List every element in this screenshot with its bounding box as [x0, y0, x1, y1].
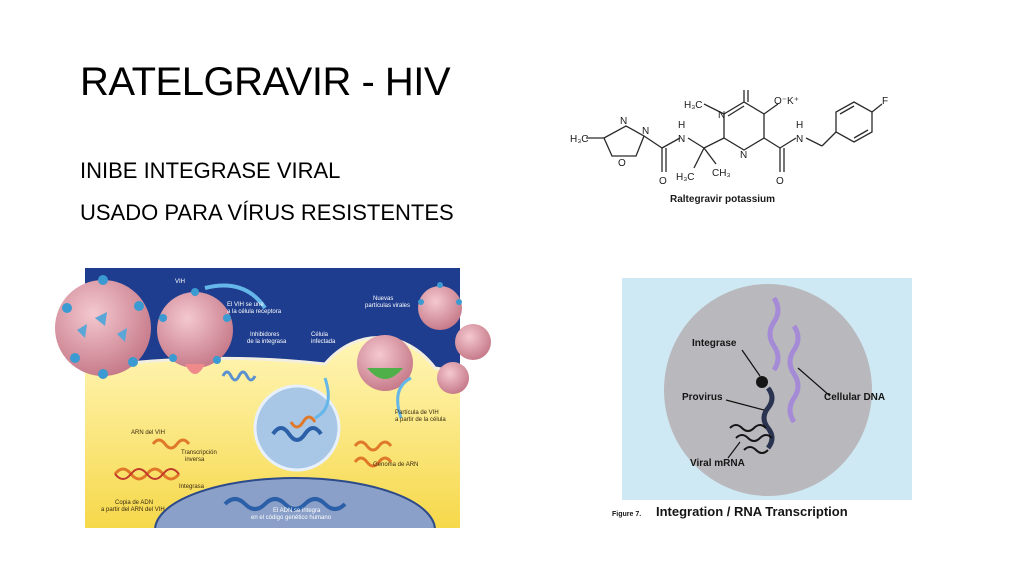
- figure-label: partículas virales: [365, 303, 410, 309]
- figure-label: Viral mRNA: [690, 458, 745, 469]
- hiv-virus-particle: [357, 335, 413, 391]
- figure-label: a partir de la célula: [395, 417, 446, 423]
- figure-label: inversa: [185, 457, 205, 463]
- figure-label: Integrase: [692, 338, 737, 349]
- integration-transcription-figure: Integrase Provirus Cellular DNA Viral mR…: [612, 278, 912, 519]
- chem-caption: Raltegravir potassium: [670, 194, 775, 205]
- figure-label: Inhibidores: [250, 332, 279, 338]
- raltegravir-structure-diagram: H₃C N N O H N O H₃C N O O⁻K⁺ N H₃C CH₃ O…: [570, 90, 888, 205]
- chem-label: O: [742, 90, 750, 91]
- figure-label: ARN del VIH: [131, 430, 165, 436]
- bullet-item: INIBE INTEGRASE VIRAL: [80, 158, 341, 183]
- figure-label: VIH: [175, 279, 185, 285]
- figure-label: Transcripción: [181, 450, 217, 456]
- figure-label: El VIH se une: [227, 302, 264, 308]
- bullet-item: USADO PARA VÍRUS RESISTENTES: [80, 200, 454, 225]
- chem-label: O: [776, 176, 784, 187]
- chem-label: O⁻K⁺: [774, 96, 799, 107]
- figure-label: infectada: [311, 339, 336, 345]
- hiv-virus-particle: [455, 324, 491, 360]
- chem-label: N: [620, 116, 627, 127]
- hiv-virus-particle: [418, 282, 462, 330]
- figure-label: Genoma de ARN: [373, 462, 418, 468]
- figure-label: Copia de ADN: [115, 500, 153, 506]
- figure-label: Célula: [311, 332, 329, 338]
- chem-label: N: [740, 150, 747, 161]
- chem-label: O: [618, 158, 626, 169]
- figure-label: Cellular DNA: [824, 392, 885, 403]
- chem-label: F: [882, 96, 888, 107]
- figure-label: Nuevas: [373, 296, 393, 302]
- chem-label: N: [718, 110, 725, 121]
- figure-label: Integrasa: [179, 484, 205, 490]
- chem-label: H₃C: [684, 100, 703, 111]
- chem-label: H₃C: [676, 172, 695, 183]
- chem-label: N: [678, 134, 685, 145]
- figure-label: en el código genético humano: [251, 515, 332, 521]
- figure-title: Integration / RNA Transcription: [656, 504, 848, 519]
- figure-label: El ADN se integra: [273, 508, 321, 514]
- figure-label: a la célula receptora: [227, 309, 282, 315]
- slide-title: RATELGRAVIR - HIV: [80, 60, 451, 104]
- hiv-virus-particle: [157, 288, 233, 374]
- figure-label: de la integrasa: [247, 339, 287, 345]
- figure-label: Provirus: [682, 392, 723, 403]
- chem-label: H₃C: [570, 134, 589, 145]
- hiv-virus-particle: [437, 362, 469, 394]
- hiv-life-cycle-illustration: VIH El VIH se une a la célula receptora …: [55, 268, 491, 528]
- figure-number: Figure 7.: [612, 511, 641, 518]
- chem-label: H: [678, 120, 685, 131]
- chem-label: CH₃: [712, 168, 731, 179]
- chem-label: O: [659, 176, 667, 187]
- hiv-virus-particle: [55, 275, 151, 379]
- chem-label: H: [796, 120, 803, 131]
- chem-label: N: [796, 134, 803, 145]
- figure-label: a partir del ARN del VIH: [101, 507, 165, 513]
- chem-label: N: [642, 126, 649, 137]
- figure-label: Partícula de VIH: [395, 410, 439, 416]
